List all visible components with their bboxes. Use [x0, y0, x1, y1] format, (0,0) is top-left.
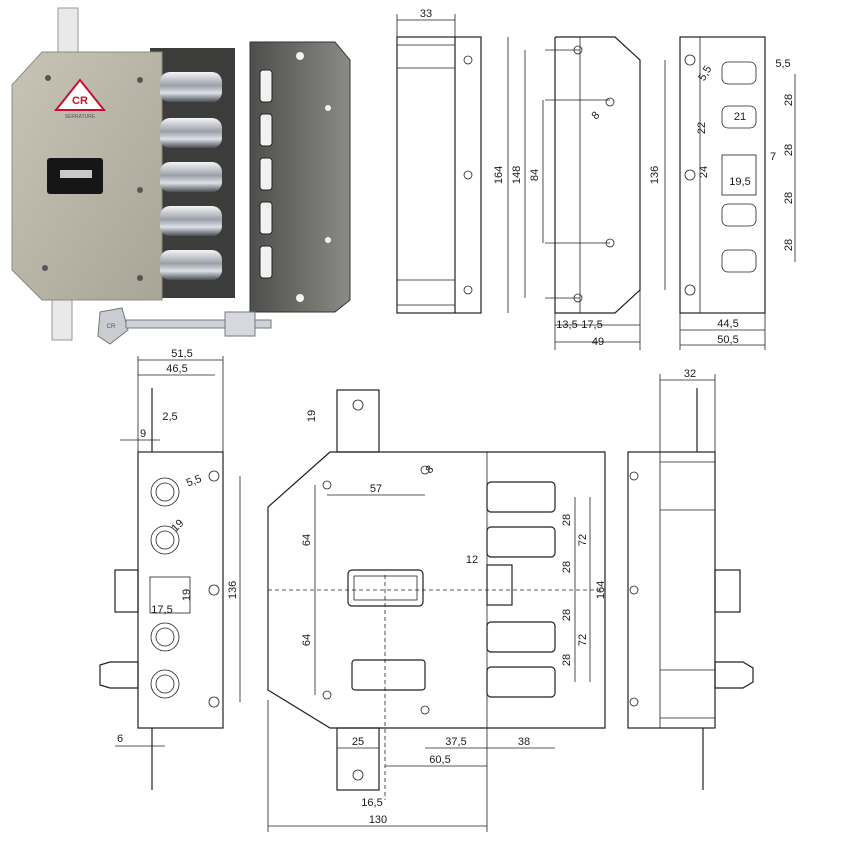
svg-text:28: 28 [783, 192, 795, 204]
svg-text:19: 19 [169, 517, 186, 534]
side-view-bottom: 32 [627, 368, 754, 790]
brand-logo: CR SERRATURE [53, 78, 107, 120]
svg-text:64: 64 [301, 634, 313, 646]
svg-text:SERRATURE: SERRATURE [65, 114, 96, 120]
svg-text:51,5: 51,5 [171, 348, 192, 360]
svg-text:13,5: 13,5 [556, 319, 577, 331]
svg-text:130: 130 [369, 814, 387, 826]
svg-text:9: 9 [140, 428, 146, 440]
svg-text:25: 25 [352, 736, 364, 748]
svg-text:17,5: 17,5 [151, 604, 172, 616]
svg-text:38: 38 [518, 736, 530, 748]
svg-text:37,5: 37,5 [445, 736, 466, 748]
faceplate-view-bottom: 51,5 46,5 2,5 9 5,5 19 19 17,5 136 6 [99, 348, 241, 790]
dim-side-width: 33 [420, 8, 432, 20]
front-view-top: 164 148 84 8 13,5 17,5 49 [493, 36, 641, 350]
svg-text:46,5: 46,5 [166, 363, 187, 375]
svg-text:16,5: 16,5 [361, 797, 382, 809]
svg-text:28: 28 [561, 609, 573, 621]
svg-text:72: 72 [577, 634, 589, 646]
svg-text:28: 28 [783, 239, 795, 251]
key: CR [97, 307, 272, 345]
lock-photo: CR SERRATURE [11, 7, 351, 345]
svg-text:84: 84 [529, 169, 541, 181]
cover-slots [259, 69, 273, 279]
svg-text:28: 28 [561, 654, 573, 666]
svg-text:19,5: 19,5 [729, 176, 750, 188]
svg-text:49: 49 [592, 336, 604, 348]
svg-text:57: 57 [370, 483, 382, 495]
svg-text:5,5: 5,5 [696, 64, 714, 83]
svg-text:44,5: 44,5 [717, 318, 738, 330]
svg-text:2,5: 2,5 [162, 411, 177, 423]
svg-text:28: 28 [783, 144, 795, 156]
body-screws [42, 75, 143, 281]
svg-text:164: 164 [493, 166, 505, 184]
svg-text:32: 32 [684, 368, 696, 380]
svg-text:136: 136 [227, 581, 239, 599]
cover-holes [296, 52, 331, 302]
svg-text:CR: CR [107, 324, 116, 330]
svg-text:5,5: 5,5 [185, 473, 203, 490]
svg-text:24: 24 [698, 166, 710, 178]
bottom-latch-plate [51, 294, 73, 341]
bolts-photo [160, 72, 222, 280]
main-view-bottom: 19 8 57 64 64 12 28 28 28 28 72 72 164 2… [267, 389, 607, 832]
svg-text:64: 64 [301, 534, 313, 546]
keyhole-slot [60, 170, 92, 178]
svg-text:60,5: 60,5 [429, 754, 450, 766]
svg-text:7: 7 [770, 151, 776, 163]
svg-text:CR: CR [72, 95, 88, 107]
faceplate-view-top: 136 5,5 5,5 28 28 28 28 22 21 7 24 19,5 … [649, 36, 796, 350]
svg-text:5,5: 5,5 [775, 58, 790, 70]
svg-text:164: 164 [595, 581, 607, 599]
svg-text:12: 12 [466, 554, 478, 566]
svg-text:28: 28 [783, 94, 795, 106]
svg-text:19: 19 [181, 589, 193, 601]
side-view-top: 33 [396, 8, 482, 314]
svg-text:50,5: 50,5 [717, 334, 738, 346]
svg-text:19: 19 [306, 410, 318, 422]
svg-text:136: 136 [649, 166, 661, 184]
svg-text:22: 22 [696, 122, 708, 134]
svg-text:72: 72 [577, 534, 589, 546]
svg-text:148: 148 [511, 166, 523, 184]
svg-text:28: 28 [561, 514, 573, 526]
svg-text:6: 6 [117, 733, 123, 745]
svg-text:28: 28 [561, 561, 573, 573]
top-latch-plate [57, 7, 79, 57]
svg-text:8: 8 [589, 109, 602, 122]
svg-text:21: 21 [734, 111, 746, 123]
svg-text:17,5: 17,5 [581, 319, 602, 331]
